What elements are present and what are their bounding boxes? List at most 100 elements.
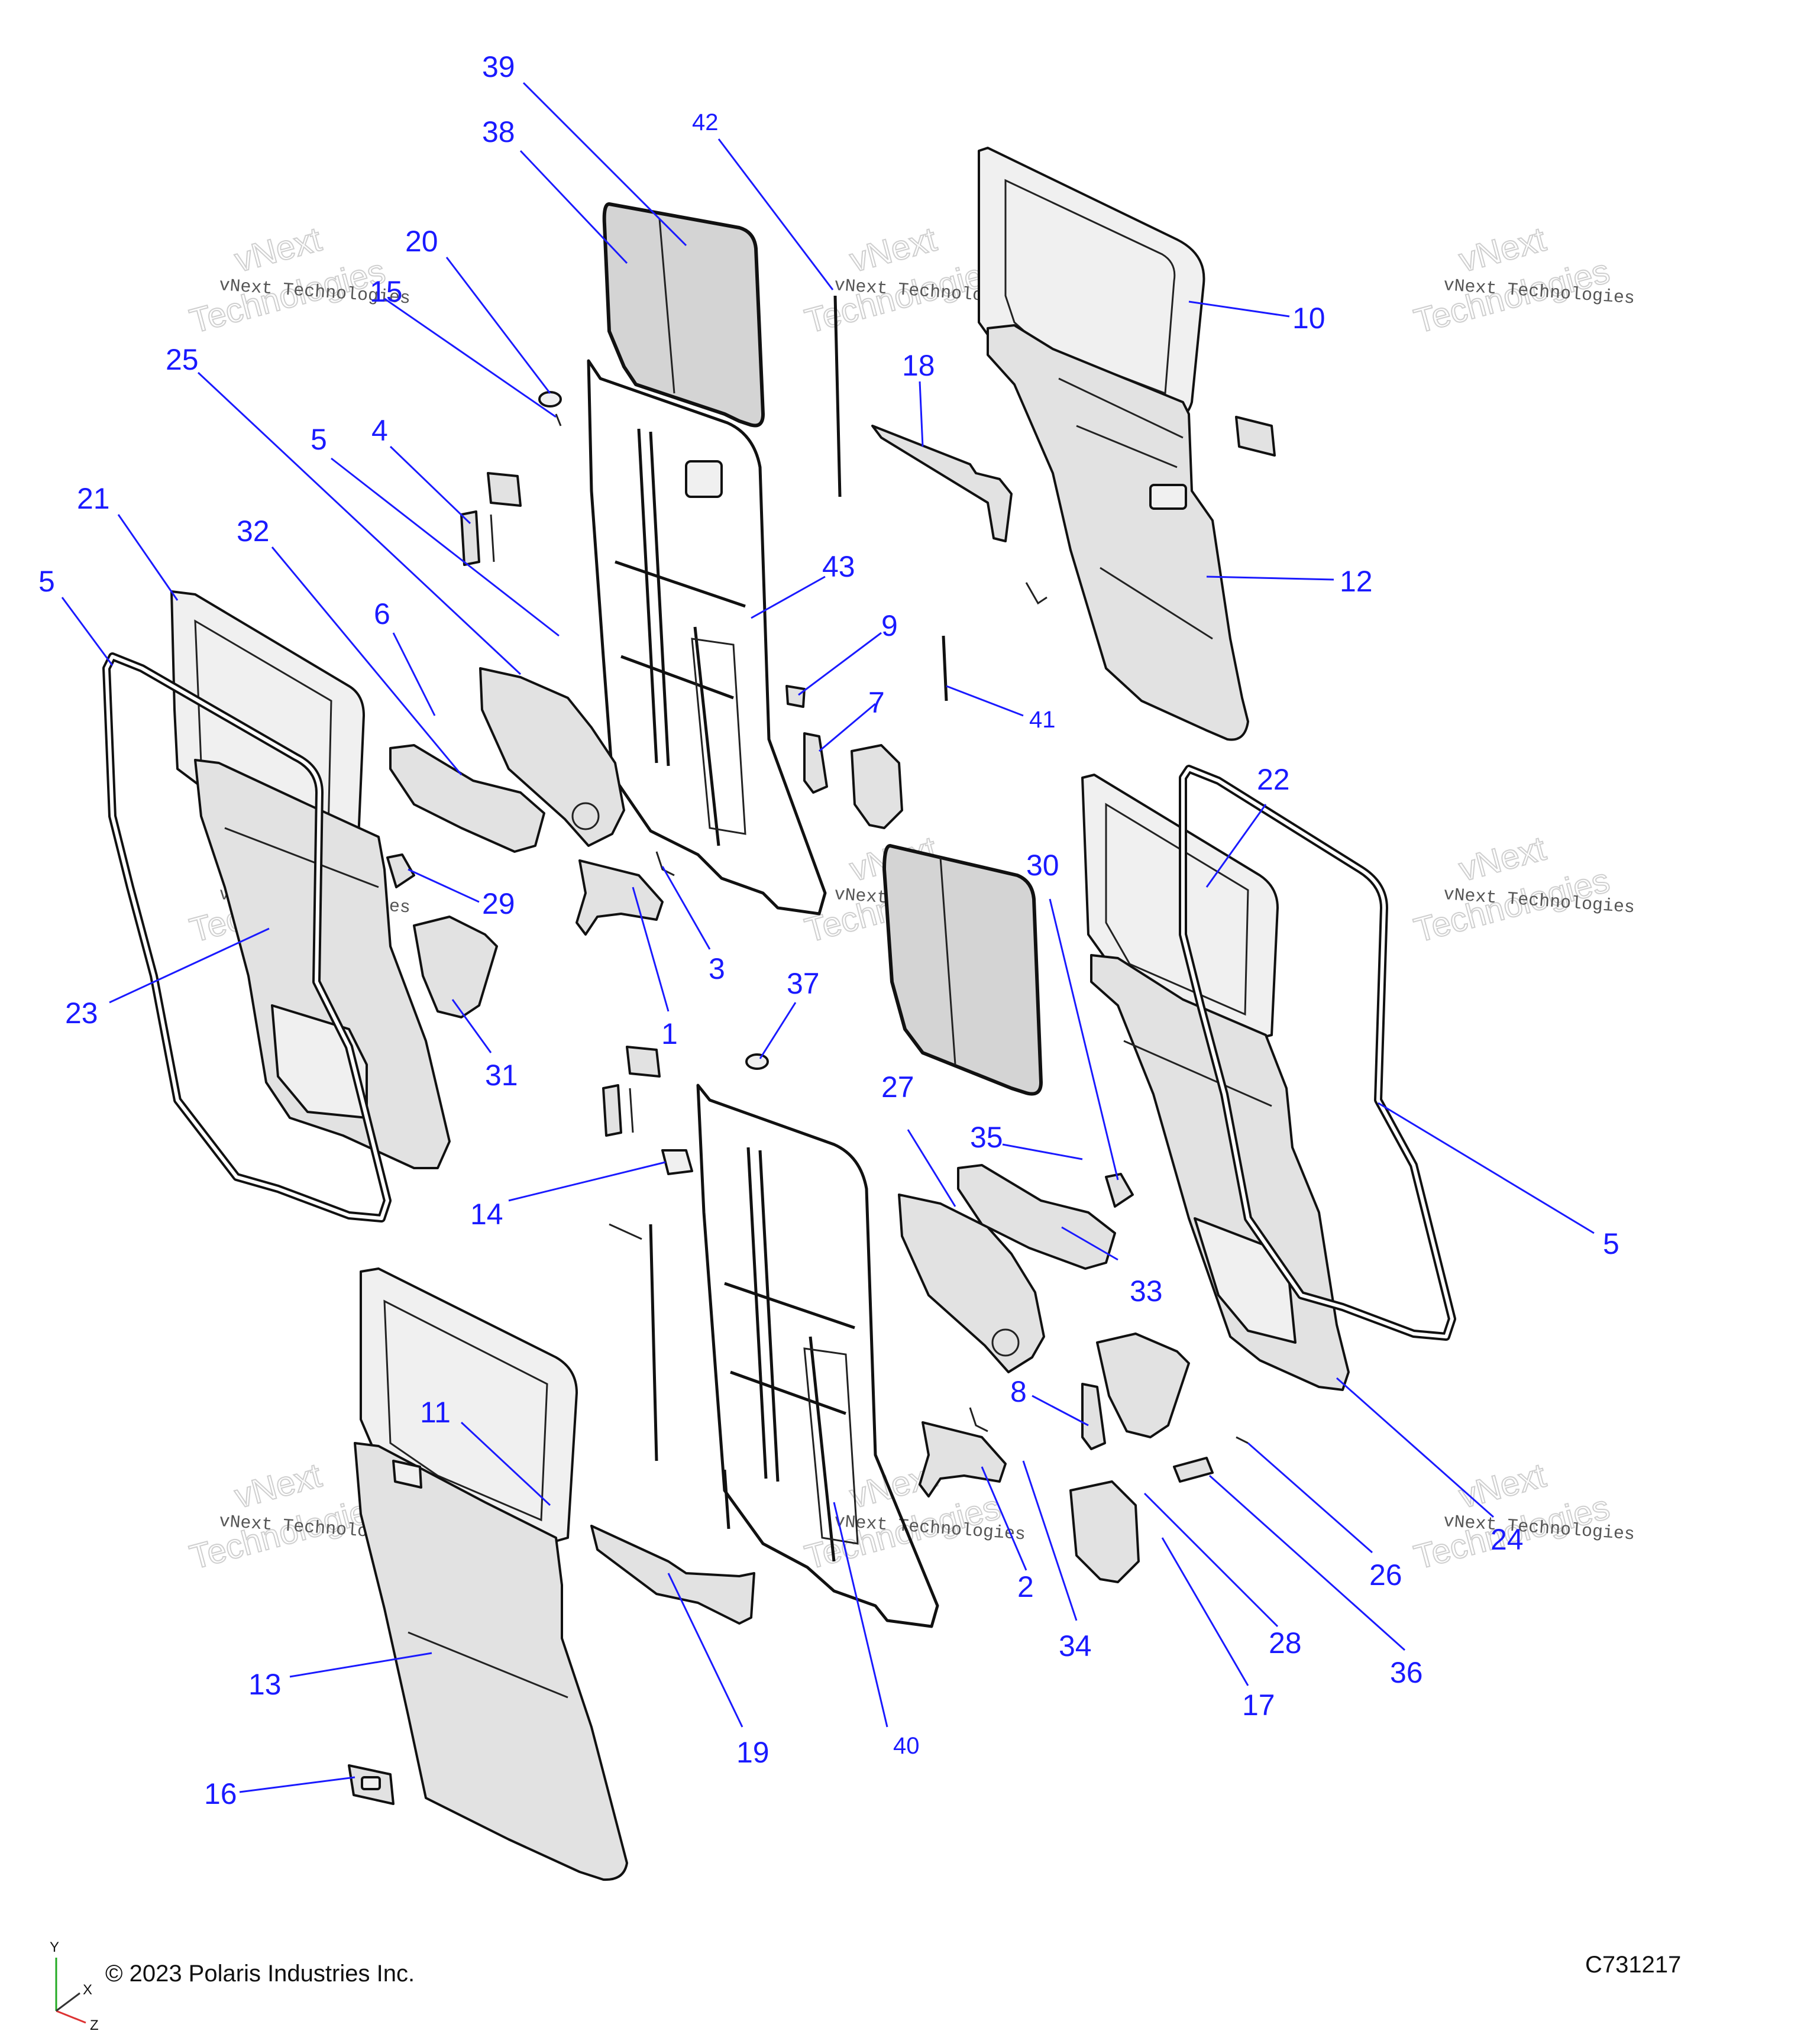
axis-label-y: Y: [50, 1939, 59, 1955]
callout-15: 15: [370, 275, 403, 308]
part-41-rod: [942, 635, 948, 701]
callout-32: 32: [237, 515, 270, 548]
callout-31: 31: [485, 1059, 518, 1092]
part-40-frame-cross: [724, 1282, 855, 1330]
callout-38: 38: [482, 115, 515, 148]
part-13-inner-panel: [354, 1442, 628, 1881]
leader-21: [117, 514, 179, 601]
part-18-bracket: [871, 425, 1013, 542]
leader-35: [1002, 1143, 1083, 1160]
leader-7: [819, 703, 876, 752]
part-8-latch: [1081, 1383, 1106, 1450]
callout-labels: 39 38 42 20 15 25 5 4 21 32 5 6 29 23 31…: [38, 50, 1619, 1810]
callout-30: 30: [1026, 849, 1059, 882]
callout-11: 11: [420, 1396, 451, 1429]
part-2-hook: [969, 1407, 988, 1432]
callout-20: 20: [405, 225, 438, 258]
part-40-frame-rail-2: [758, 1150, 780, 1482]
part-27-plate-hole: [991, 1328, 1020, 1357]
part-16-bezel-lever: [361, 1776, 381, 1790]
callout-22: 22: [1257, 763, 1290, 796]
leader-1: [632, 887, 670, 1012]
part-handle-lower: [602, 1084, 622, 1137]
part-latch-housing-upper: [851, 744, 903, 829]
part-23-inner-panel: [194, 759, 451, 1169]
part-20-grommet: [538, 391, 562, 407]
callout-13: 13: [248, 1668, 282, 1701]
part-2-plate: [919, 1421, 1007, 1498]
leader-20: [445, 257, 551, 394]
part-40-frame-cross-2: [730, 1370, 846, 1415]
leader-32: [271, 546, 463, 775]
part-43-latch-block: [685, 460, 723, 498]
leader-29: [408, 868, 480, 903]
part-13-rib: [408, 1631, 568, 1699]
leader-14: [508, 1161, 666, 1202]
part-25-mount-plate: [479, 667, 625, 847]
callout-23: 23: [65, 997, 98, 1030]
leader-18: [919, 381, 924, 447]
part-43-window-regulator: [691, 638, 746, 835]
part-19-trim-strip: [590, 1525, 755, 1625]
leader-36: [1209, 1474, 1405, 1651]
leader-2: [981, 1466, 1027, 1571]
part-29-strap: [386, 853, 415, 888]
callout-34: 34: [1059, 1629, 1092, 1663]
leader-37: [759, 1002, 797, 1059]
callout-17: 17: [1242, 1689, 1275, 1722]
leader-lines: [61, 82, 1595, 1793]
part-glass-lower-divider: [939, 857, 956, 1065]
part-15-screw: [555, 413, 562, 426]
part-handle-cap-lower: [626, 1046, 661, 1078]
part-4-handle: [460, 510, 480, 566]
part-37-grommet: [745, 1053, 769, 1070]
watermark-top-right: vNext Technologies vNext Technologies: [1409, 219, 1635, 341]
part-38-glass-divider: [658, 218, 675, 394]
callout-14: 14: [470, 1198, 503, 1231]
leader-23: [109, 927, 270, 1004]
part-rod-lower-c: [609, 1223, 642, 1240]
leader-25: [197, 371, 522, 675]
part-42-rod: [833, 295, 842, 497]
leader-30: [1049, 898, 1119, 1181]
leader-6: [392, 632, 436, 716]
leader-33: [1061, 1226, 1118, 1261]
part-3-hook: [655, 851, 675, 877]
part-43-frame-cross-2: [620, 655, 734, 700]
callout-3: 3: [709, 952, 725, 985]
leader-5b: [61, 597, 114, 666]
callout-6: 6: [374, 597, 390, 630]
leader-27: [907, 1129, 956, 1207]
leader-3: [661, 866, 711, 950]
axis-label-z: Z: [90, 2017, 99, 2033]
leader-12: [1206, 575, 1334, 581]
callout-37: 37: [787, 967, 820, 1000]
leader-10: [1188, 300, 1290, 318]
part-43-frame-rail-1: [637, 428, 658, 764]
part-handle-bezel-upper: [1235, 416, 1276, 457]
part-40-window-regulator: [803, 1347, 859, 1545]
part-rod-lower-a: [649, 1224, 658, 1461]
part-23-rib: [224, 827, 379, 888]
part-25-plate-hole: [571, 802, 600, 830]
part-12-handle-pocket: [1149, 484, 1187, 510]
part-32-armrest-bracket: [389, 744, 545, 853]
drawing-code: C731217: [1585, 1952, 1681, 1978]
leader-5c: [1378, 1102, 1595, 1234]
part-43-frame-cross: [615, 560, 746, 608]
part-24-rib: [1123, 1040, 1272, 1107]
callout-42: 42: [692, 109, 719, 135]
leader-38: [519, 150, 628, 264]
callout-35: 35: [970, 1121, 1003, 1154]
callout-12: 12: [1340, 565, 1373, 598]
leader-22: [1205, 804, 1267, 888]
callout-27: 27: [881, 1070, 914, 1104]
callout-9: 9: [881, 609, 898, 642]
leader-19: [667, 1573, 743, 1728]
part-31-storage-bin: [413, 916, 498, 1018]
part-latch-housing-lower: [1069, 1480, 1140, 1583]
part-rod-lower-b: [723, 1469, 730, 1529]
callout-18: 18: [902, 349, 935, 382]
part-12-inner-panel: [987, 324, 1249, 741]
callout-4: 4: [371, 414, 388, 447]
